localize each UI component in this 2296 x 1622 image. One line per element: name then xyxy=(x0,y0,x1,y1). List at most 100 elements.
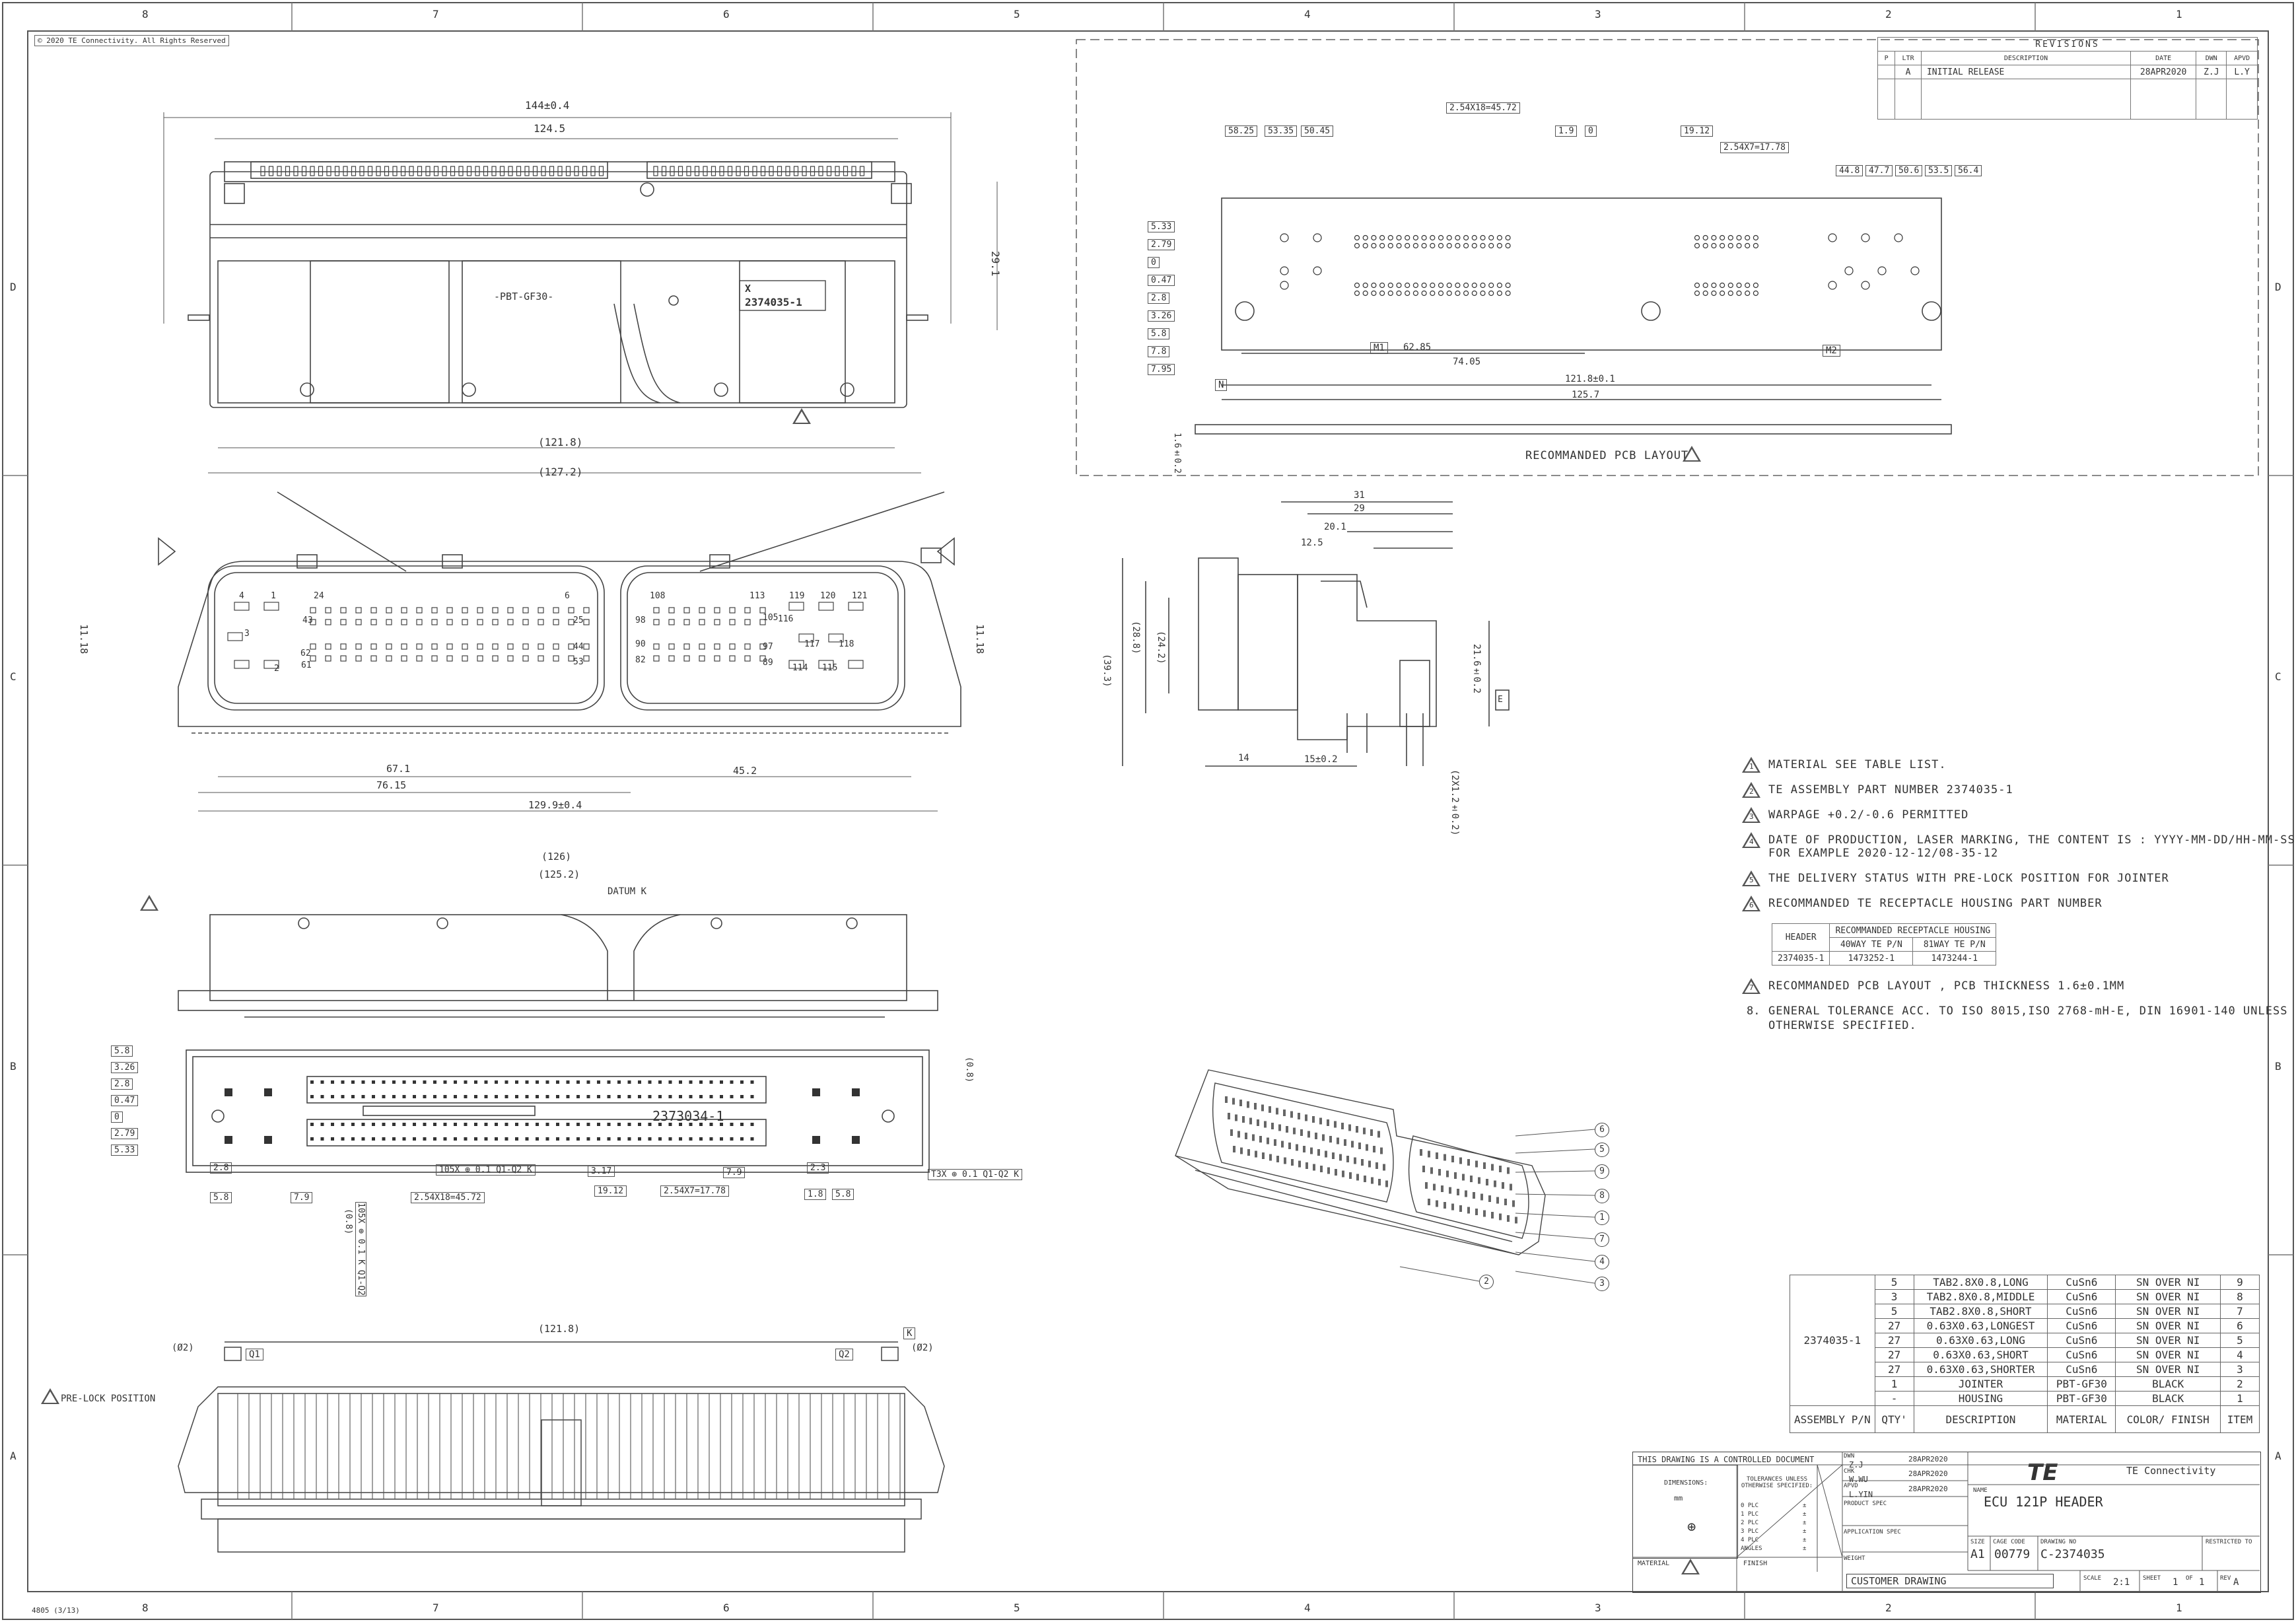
top-pin xyxy=(597,1095,600,1098)
top-pin xyxy=(750,1137,754,1141)
top-pin xyxy=(454,1137,457,1141)
pcb-hole xyxy=(1362,242,1368,249)
top-blade xyxy=(812,1088,820,1096)
iso-pin xyxy=(1428,1150,1430,1158)
note-7-callout-icon xyxy=(1683,446,1701,462)
top-pin xyxy=(423,1080,427,1084)
top-pin xyxy=(443,1123,447,1126)
front-pin xyxy=(760,166,766,176)
iso-pin xyxy=(1494,1180,1496,1187)
tolerance-frame-2: T3X ⊕ 0.1 Q1-Q2 K xyxy=(928,1169,1023,1180)
note-4-callout-icon xyxy=(140,895,158,911)
face-pin-left xyxy=(310,643,316,650)
rev-label: REV xyxy=(2220,1575,2231,1582)
face-pin-right xyxy=(714,643,720,650)
pcb-hole xyxy=(1694,290,1700,297)
iso-balloon-7: 7 xyxy=(1595,1232,1609,1247)
top-dim-left-6: 5.33 xyxy=(111,1145,139,1156)
top-pin xyxy=(454,1123,457,1126)
face-pin-left xyxy=(340,619,347,625)
face-pin-label-114: 114 xyxy=(792,663,808,673)
bom-cell: PBT-GF30 xyxy=(2047,1391,2116,1406)
bom-cell: 27 xyxy=(1874,1362,1914,1377)
name-label: NAME xyxy=(1973,1487,1988,1494)
pcb-hole xyxy=(1412,242,1418,249)
top-pin xyxy=(679,1080,682,1084)
pcb-hole xyxy=(1471,282,1477,289)
face-blade xyxy=(263,660,279,669)
top-pin xyxy=(310,1137,314,1141)
iso-pin xyxy=(1507,1215,1510,1222)
top-pin xyxy=(515,1137,518,1141)
top-pin xyxy=(648,1080,652,1084)
iso-pin xyxy=(1225,1096,1228,1103)
top-pin xyxy=(464,1080,468,1084)
rev-header-4: DWN xyxy=(2196,51,2227,65)
iso-pin xyxy=(1247,1101,1249,1108)
pcb-hole xyxy=(1727,242,1733,249)
front-pin xyxy=(483,166,489,176)
bottom-hole-right: (Ø2) xyxy=(911,1343,934,1353)
top-pin xyxy=(372,1123,375,1126)
pcb-layout xyxy=(1076,39,2259,476)
face-pin-left xyxy=(583,619,590,625)
pcb-hole xyxy=(1471,234,1477,241)
iso-pin xyxy=(1499,1166,1502,1172)
iso-leader xyxy=(1515,1232,1595,1240)
face-pin-left xyxy=(401,643,407,650)
front-pin xyxy=(351,166,357,176)
top-pin xyxy=(504,1123,508,1126)
top-dim-2: (125.2) xyxy=(538,868,580,880)
top-pin xyxy=(740,1095,744,1098)
iso-pin xyxy=(1237,1131,1240,1138)
face-pin-left xyxy=(355,643,362,650)
tol-row-1: 1 PLC xyxy=(1741,1511,1759,1518)
pcb-hole xyxy=(1480,290,1486,297)
bom-foot: MATERIAL xyxy=(2047,1405,2116,1433)
pcb-blade-hole xyxy=(1910,266,1920,275)
side-dim-pin: (2X1.2±0.2) xyxy=(1449,769,1460,836)
bom-cell: TAB2.8X0.8,LONG xyxy=(1913,1275,2048,1290)
bom-cell: 27 xyxy=(1874,1318,1914,1333)
bom-cell: SN OVER NI xyxy=(2115,1347,2221,1362)
face-pin-label-62: 62 xyxy=(300,649,311,658)
front-pin xyxy=(466,166,472,176)
note-7-number: 7 xyxy=(1749,983,1754,992)
pcb-hole xyxy=(1496,282,1502,289)
front-pin xyxy=(727,166,733,176)
top-pin xyxy=(341,1095,345,1098)
iso-pin xyxy=(1305,1162,1308,1169)
iso-pin xyxy=(1334,1121,1337,1128)
face-pin-left xyxy=(370,655,377,662)
top-pin xyxy=(720,1123,723,1126)
pcb-dim-left-0: 5.33 xyxy=(1148,221,1175,232)
top-pin xyxy=(730,1095,734,1098)
note-3-number: 3 xyxy=(1749,812,1754,821)
iso-pin xyxy=(1385,1180,1388,1187)
pcb-hole xyxy=(1362,282,1368,289)
iso-balloon-8: 8 xyxy=(1595,1189,1609,1203)
front-pin xyxy=(686,166,691,176)
label-x: X xyxy=(745,283,751,295)
face-pin-left xyxy=(431,643,438,650)
face-pin-left xyxy=(522,607,529,614)
front-dim-height: 29.1 xyxy=(989,251,1002,277)
rt-header: HEADER xyxy=(1771,923,1830,952)
top-dim-bottom-7: 7.9 xyxy=(723,1167,746,1178)
pcb-dim-left-4: 2.8 xyxy=(1148,293,1170,304)
pcb-hole xyxy=(1694,282,1700,289)
face-pin-label-43: 43 xyxy=(302,616,313,625)
bom-cell: TAB2.8X0.8,SHORT xyxy=(1913,1304,2048,1319)
bom-cell: CuSn6 xyxy=(2047,1304,2116,1319)
top-pin xyxy=(474,1095,477,1098)
iso-pin xyxy=(1459,1205,1462,1212)
pcb-hole xyxy=(1463,234,1469,241)
pcb-hole xyxy=(1421,290,1427,297)
iso-pin xyxy=(1430,1167,1433,1174)
front-pin xyxy=(810,166,816,176)
iso-pin xyxy=(1313,1164,1315,1171)
iso-pin xyxy=(1512,1200,1515,1207)
top-pin xyxy=(750,1095,754,1098)
face-pin-left xyxy=(416,655,423,662)
note-text-7: RECOMMANDED PCB LAYOUT , PCB THICKNESS 1… xyxy=(1768,979,2125,993)
